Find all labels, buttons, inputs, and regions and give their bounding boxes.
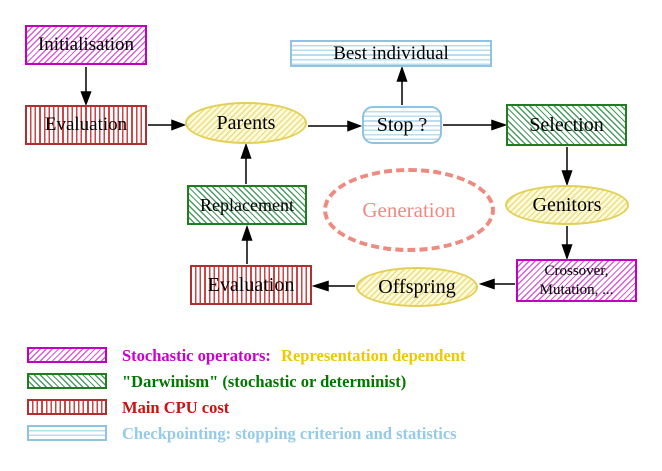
node-offspring: Offspring (356, 267, 478, 307)
arrow-parents-to-stop (308, 120, 363, 132)
crossover-line1: Crossover, (544, 262, 609, 279)
legend-swatch-darwinism (27, 373, 107, 389)
node-selection: Selection (506, 104, 627, 146)
node-evaluation-bottom: Evaluation (190, 265, 312, 305)
arrow-crossover-to-offspring (478, 278, 515, 290)
arrow-genitors-to-crossover (561, 226, 573, 261)
node-genitors: Genitors (505, 185, 629, 225)
legend-label-stochastic-operators: Stochastic operators: Representation dep… (122, 346, 465, 366)
legend-text-representation: Representation dependent (281, 346, 466, 365)
arrow-evaluation-to-parents (148, 119, 187, 131)
arrow-initialisation-to-evaluation (80, 67, 92, 107)
arrow-offspring-to-evaluation (311, 280, 355, 292)
legend-label-darwinism: "Darwinism" (stochastic or determinist) (122, 372, 407, 391)
legend-label-cpu-cost: Main CPU cost (122, 398, 230, 417)
legend-text-stochastic: Stochastic operators: (122, 346, 271, 365)
arrow-selection-to-genitors (561, 147, 573, 187)
arrow-evaluation-to-replacement (241, 224, 253, 264)
node-evaluation-top: Evaluation (25, 105, 147, 145)
legend-swatch-stochastic-operators (27, 347, 107, 363)
node-crossover-mutation: Crossover, Mutation, ... (516, 259, 637, 302)
arrow-replacement-to-parents (240, 142, 252, 184)
crossover-line2: Mutation, ... (539, 281, 614, 298)
node-initialisation: Initialisation (25, 25, 147, 65)
arrow-stop-to-best-individual (396, 65, 408, 105)
node-parents: Parents (185, 102, 307, 144)
node-stop: Stop ? (362, 106, 442, 144)
legend-swatch-cpu-cost (27, 399, 107, 415)
node-generation-loop: Generation (323, 168, 495, 252)
legend-label-checkpointing: Checkpointing: stopping criterion and st… (122, 424, 457, 443)
arrow-stop-to-selection (443, 119, 508, 131)
node-replacement: Replacement (187, 185, 307, 225)
legend-swatch-checkpointing (27, 425, 107, 441)
node-best-individual: Best individual (290, 40, 492, 67)
